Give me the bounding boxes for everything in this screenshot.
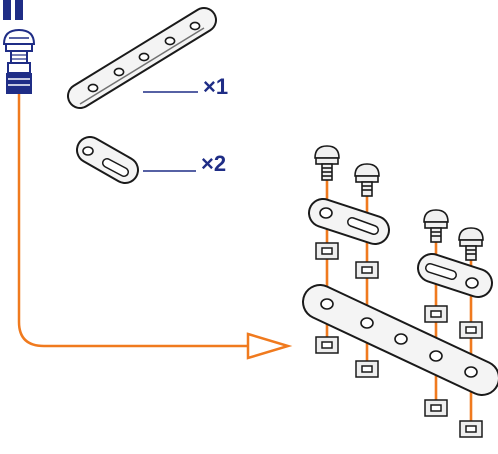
slotted-plate — [308, 198, 390, 245]
five-hole-strip — [302, 284, 498, 396]
bolt-icon — [2, 0, 36, 94]
quantity-label: ×2 — [201, 151, 227, 176]
five-hole-strip — [67, 7, 217, 109]
exploded-assembly — [302, 145, 498, 438]
nut-icon — [315, 242, 483, 438]
arrow-icon — [246, 332, 293, 360]
callout-arrow — [17, 94, 293, 360]
slotted-plate — [417, 253, 493, 298]
slotted-plate — [76, 136, 139, 184]
quantity-label: ×1 — [203, 74, 229, 99]
bolt-icon — [314, 145, 484, 261]
